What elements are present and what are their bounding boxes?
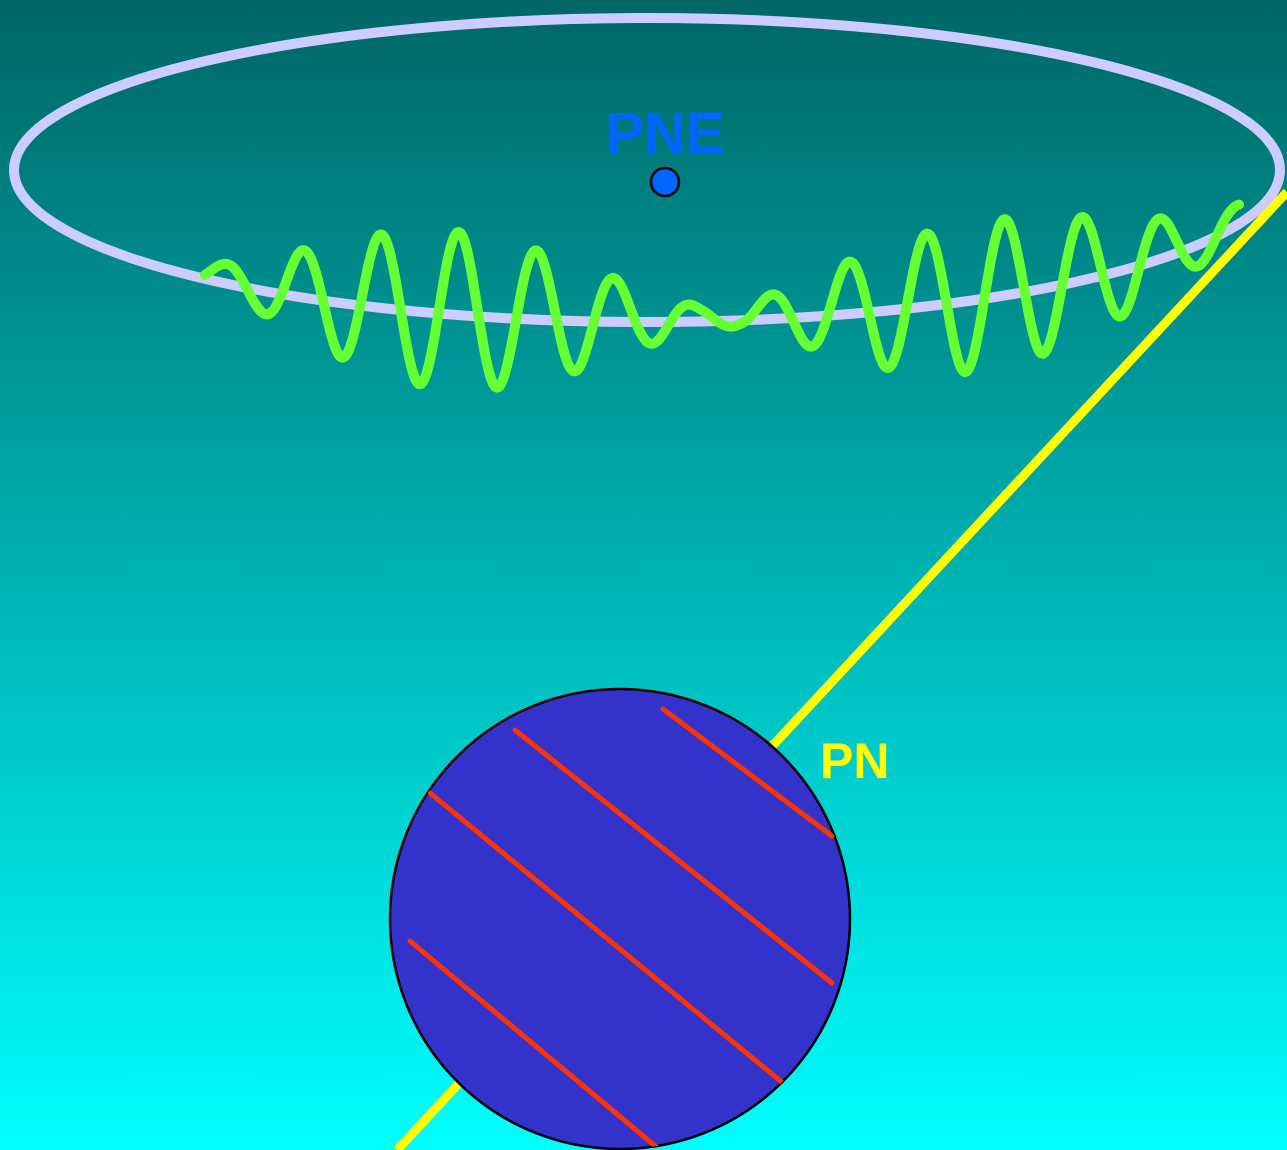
pne-label: PNE: [605, 101, 724, 166]
pne-point: [651, 168, 679, 196]
pn-label: PN: [820, 733, 889, 789]
earth-globe: [390, 689, 850, 1150]
